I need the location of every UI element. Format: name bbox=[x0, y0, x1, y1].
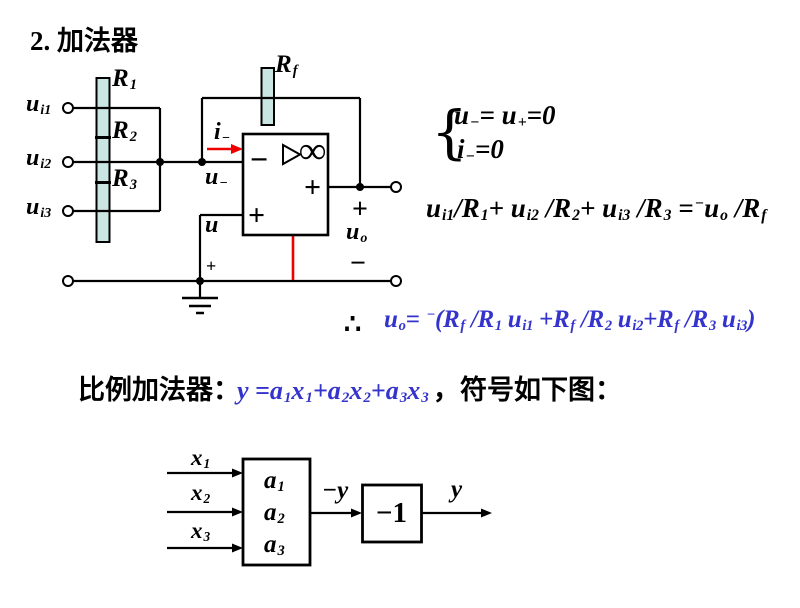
gain-a3-label: a3 bbox=[264, 531, 285, 560]
junction-dot bbox=[196, 277, 204, 285]
noninverting-node-label: u bbox=[205, 212, 219, 238]
arrowhead-icon bbox=[232, 468, 243, 478]
output-minus-sign: − bbox=[350, 248, 366, 279]
equation-brace: { bbox=[431, 98, 468, 166]
junction-dot bbox=[156, 158, 164, 166]
opamp-noninverting-sign: + bbox=[248, 199, 266, 232]
gain-a2-label: a2 bbox=[264, 499, 285, 528]
inverting-node-label: u− bbox=[205, 164, 228, 192]
resistor-divider-ticks bbox=[95, 136, 111, 184]
terminal-circle-ui2 bbox=[62, 156, 74, 168]
ground-icon bbox=[182, 296, 218, 315]
output-signal-label: y bbox=[451, 476, 463, 503]
current-label: i− bbox=[214, 119, 231, 147]
bottom-plus-sign: + bbox=[206, 256, 217, 276]
noninverting-wire bbox=[198, 213, 243, 281]
input-label-ui2: ui2 bbox=[26, 145, 52, 173]
inverter-label: −1 bbox=[375, 497, 408, 529]
opamp-box bbox=[241, 132, 330, 237]
opamp-triangle-icon bbox=[282, 143, 303, 166]
caption-label: 比例加法器： bbox=[78, 375, 240, 405]
block-input-x1-label: x1 bbox=[191, 445, 211, 471]
output-plus-sign: + bbox=[352, 194, 368, 225]
resistor-r3-label: R3 bbox=[112, 165, 137, 194]
virtual-open-equation: i−=0 bbox=[457, 134, 504, 166]
resistor-ladder bbox=[95, 77, 111, 243]
current-arrowhead-icon bbox=[231, 144, 243, 154]
block-input-x2-label: x2 bbox=[191, 480, 211, 506]
opamp-output-sign: + bbox=[304, 171, 322, 204]
resistor-r1-label: R1 bbox=[112, 65, 137, 94]
terminal-circle-output-return bbox=[390, 275, 402, 287]
terminal-circle-ui1 bbox=[62, 102, 74, 114]
output-voltage-label: uo bbox=[346, 219, 368, 247]
inverter-block-box bbox=[361, 483, 423, 544]
caption-formula: y =a1x1+a2x2+a3x3 bbox=[237, 376, 429, 407]
resistor-rf-label: Rf bbox=[275, 51, 298, 80]
terminal-circle-ui3 bbox=[62, 205, 74, 217]
gain-a1-label: a1 bbox=[264, 467, 285, 496]
caption-suffix: ，符号如下图： bbox=[433, 375, 622, 405]
terminal-circle-common bbox=[62, 275, 74, 287]
terminal-circle-output bbox=[390, 181, 402, 193]
therefore-symbol: ∴ bbox=[344, 309, 362, 339]
arrowhead-icon bbox=[232, 543, 243, 553]
infinity-symbol: ∞ bbox=[299, 130, 327, 172]
intermediate-signal-label: −y bbox=[322, 477, 349, 504]
input-label-ui3: ui3 bbox=[26, 194, 52, 222]
summing-amplifier-circuit bbox=[62, 67, 402, 315]
ground-rail-wire bbox=[73, 279, 391, 297]
block-input-arrows bbox=[167, 471, 233, 550]
feedback-resistor bbox=[260, 67, 275, 126]
input-label-ui1: ui1 bbox=[26, 91, 52, 119]
junction-dot bbox=[356, 183, 364, 191]
kcl-equation: ui1/R1+ ui2 /R2+ ui3 /R3 =−uo /Rf bbox=[426, 193, 767, 225]
block-input-x3-label: x3 bbox=[191, 518, 211, 544]
junction-dot bbox=[198, 158, 206, 166]
feedback-wire bbox=[200, 96, 362, 187]
virtual-short-equation: u−= u+=0 bbox=[454, 100, 556, 132]
arrowhead-icon bbox=[232, 507, 243, 517]
arrowhead-icon bbox=[351, 508, 362, 518]
resistor-r2-label: R2 bbox=[112, 117, 137, 146]
opamp-inverting-sign: − bbox=[250, 141, 269, 177]
result-equation: uo= −(Rf /R1 ui1 +Rf /R2 ui2+Rf /R3 ui3) bbox=[384, 306, 756, 335]
slide-title: 2. 加法器 bbox=[30, 26, 138, 56]
block-diagram bbox=[167, 457, 492, 567]
arrowhead-icon bbox=[481, 508, 492, 518]
